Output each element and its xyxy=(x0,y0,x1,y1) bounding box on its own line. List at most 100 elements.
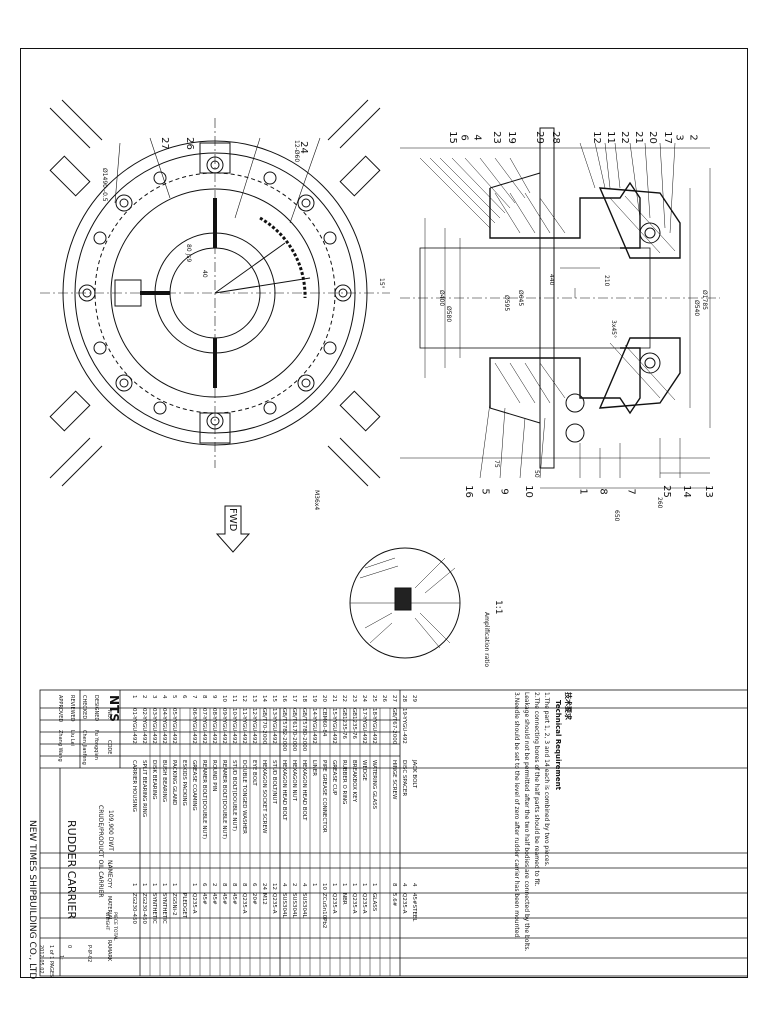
part-no: 5 xyxy=(171,695,177,699)
role-name: Chen Jianfeng xyxy=(81,730,87,765)
part-name: STUD BOLT(DOUBLE NUT) xyxy=(231,760,237,831)
part-code: 07-YYGU-492 xyxy=(201,708,207,744)
drawing-linework xyxy=(39,99,748,977)
callout-14: 14 xyxy=(680,485,692,498)
part-no: 19 xyxy=(311,695,317,702)
part-name: RUBBER O RING xyxy=(341,760,347,805)
dimension-label: Ø645 xyxy=(517,290,524,307)
part-material: Q235-A xyxy=(351,893,357,914)
part-no: 3 xyxy=(151,695,157,699)
callout-11: 11 xyxy=(604,131,616,144)
part-material: 45# xyxy=(201,893,207,905)
callout-22: 22 xyxy=(618,131,630,144)
part-name: HEXAGON HEAD BOLT xyxy=(281,760,287,821)
callout-20: 20 xyxy=(646,131,658,144)
plan-view xyxy=(40,99,390,487)
part-name: STUD BOLT/NUT xyxy=(271,760,277,804)
header-remark: RAMARK xyxy=(106,940,112,962)
sheet-border xyxy=(20,48,748,978)
dimension-label: Ø580 xyxy=(445,306,452,323)
part-no: 22 xyxy=(341,695,347,702)
part-qty: 10 xyxy=(321,883,327,890)
dimension-label: 40 xyxy=(201,270,208,278)
part-name: HEXAGON NUT xyxy=(291,760,297,801)
part-qty: 1 xyxy=(341,883,347,887)
part-no: 27 xyxy=(391,695,397,702)
part-name: WEDGE xyxy=(361,760,367,781)
part-qty: 8 xyxy=(241,883,247,887)
dimension-label: Ø400 xyxy=(438,290,445,307)
part-name: CARRIER HOUSING xyxy=(131,760,137,812)
part-qty: 4 xyxy=(281,883,287,887)
part-no: 2 xyxy=(141,695,147,699)
part-material: ZG230-450 xyxy=(141,893,147,925)
part-name: REAMER BOLT(DOUBLE NUT) xyxy=(221,760,227,839)
callout-21: 21 xyxy=(632,131,644,144)
part-qty: 1 xyxy=(351,883,357,887)
part-name: GREASE COAMING xyxy=(191,760,197,811)
dimension-label: 440 xyxy=(548,274,555,286)
fwd-label: FWD xyxy=(227,508,238,532)
part-code: GB/T6170-2000 xyxy=(291,708,297,752)
part-qty: 2 xyxy=(291,883,297,887)
part-name: HEXAGON HEAD BOLT xyxy=(301,760,307,821)
role-name: Fu Yongqian xyxy=(93,730,99,760)
part-no: 20 xyxy=(321,695,327,702)
role-name: Liu Lei xyxy=(69,730,75,747)
role-label: DESIGNED xyxy=(93,695,99,722)
jack-arms xyxy=(49,99,381,487)
part-qty: 4 xyxy=(411,883,417,887)
part-code: 12-YYGU-492 xyxy=(251,708,257,744)
part-no: 15 xyxy=(271,695,277,702)
part-code: 14-YYGU-492 xyxy=(311,708,317,744)
dimension-label: M36x4 xyxy=(313,490,320,511)
part-material: Q235-A xyxy=(361,893,367,914)
dimension-label: Ø1490 -0.5 xyxy=(101,168,108,202)
part-qty: 1 xyxy=(171,883,177,887)
role-label: CHECKED xyxy=(81,695,87,720)
part-code: 18-YYGU-492 xyxy=(371,708,377,744)
part-material: SUS304L xyxy=(281,893,287,918)
fwd-arrow xyxy=(215,505,251,553)
ship-size: 109,900 DWT xyxy=(107,810,114,851)
part-qty: 1 xyxy=(141,883,147,887)
callout-25: 25 xyxy=(660,485,672,498)
role-label: REVIEWED xyxy=(69,695,75,722)
callout-7: 7 xyxy=(625,488,637,495)
ship-type: CRUDE/PRODUCT OIL CARRIER xyxy=(97,805,104,898)
part-material: 45# xyxy=(231,893,237,905)
part-no: 26 xyxy=(381,695,387,702)
dwg-no: P-IP-02 xyxy=(86,945,92,963)
callout-2: 2 xyxy=(687,134,699,141)
dimension-label: 3x45° xyxy=(610,320,617,339)
callout-15: 15 xyxy=(446,131,458,144)
part-no: 29 xyxy=(411,695,417,702)
part-qty: 12 xyxy=(271,883,277,890)
part-material: Q235-A xyxy=(401,893,407,914)
part-qty: 24 xyxy=(261,883,267,890)
company-name: NEW TIMES SHIPBUILDING CO., LTD xyxy=(27,820,37,980)
section-view xyxy=(400,127,720,489)
header-name: NAME xyxy=(106,860,113,878)
dimension-label: 650 xyxy=(613,510,620,522)
dimension-label: Ø540 xyxy=(693,300,700,317)
part-no: 28 xyxy=(401,695,407,702)
header-weight: WEIGHT xyxy=(104,912,109,931)
callout-23: 23 xyxy=(490,131,502,144)
part-code: 10-YYGU-492 xyxy=(231,708,237,744)
part-code: 11-YYGU-492 xyxy=(241,708,247,744)
part-material: 45# xyxy=(221,893,227,905)
part-qty: 1 xyxy=(311,883,317,887)
part-material: SUS304L xyxy=(291,893,297,918)
note-line: 1.The part 1, 2, 3 and 14 each is combin… xyxy=(543,692,550,867)
part-code: 08-YYGU-492 xyxy=(211,708,217,744)
part-qty: 6 xyxy=(201,883,207,887)
part-qty: 1 xyxy=(361,883,367,887)
part-material: Q235-A xyxy=(271,893,277,914)
part-qty: 4 xyxy=(401,883,407,887)
dimension-label: 80 js9 xyxy=(185,244,192,263)
part-qty: 8 xyxy=(391,883,397,887)
part-material: GLASS xyxy=(371,893,377,912)
part-name: DISK BEARING xyxy=(151,760,157,800)
part-no: 7 xyxy=(191,695,197,699)
